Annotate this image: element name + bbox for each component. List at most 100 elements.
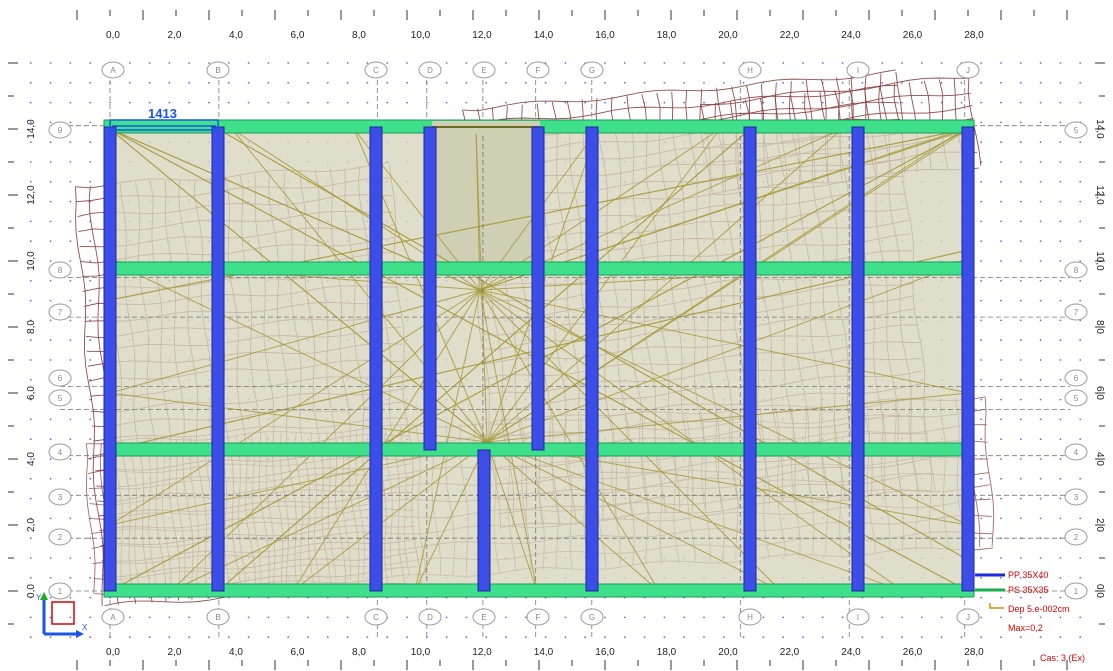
grid-dot: [1039, 378, 1042, 381]
beam-pp[interactable]: [585, 126, 599, 592]
x-tick-top: 20,0: [718, 30, 738, 41]
grid-dot: [346, 636, 349, 639]
grid-dot: [980, 477, 983, 480]
axis-bubble-label: H: [747, 613, 753, 622]
x-tick-bottom: 20,0: [718, 647, 738, 658]
grid-dot: [326, 81, 329, 84]
grid-dot: [1079, 141, 1082, 144]
grid-dot: [69, 319, 72, 322]
grid-dot: [148, 101, 151, 104]
x-tick-top: 18,0: [657, 30, 677, 41]
axis-bubble-label: 4: [58, 448, 63, 457]
grid-dot: [1059, 319, 1062, 322]
yield-line: [292, 441, 488, 592]
grid-dot: [604, 101, 606, 104]
grid-dot: [1019, 62, 1022, 64]
grid-dot: [69, 517, 72, 520]
grid-dot: [1019, 596, 1022, 599]
grid-dot: [69, 596, 72, 599]
dimension-label: 1413: [148, 106, 177, 121]
grid-dot: [89, 81, 92, 84]
beam-pp[interactable]: [103, 126, 117, 592]
y-tick-left: 8,0: [26, 320, 37, 334]
grid-dot: [1019, 81, 1022, 84]
beam-pp[interactable]: [851, 126, 865, 592]
axis-bubble-label: 5: [58, 394, 63, 403]
x-tick-bottom: 14,0: [534, 647, 554, 658]
grid-dot: [445, 636, 448, 639]
beam-ps[interactable]: [103, 583, 975, 598]
grid-dot: [1019, 398, 1022, 401]
grid-dot: [782, 101, 785, 104]
yield-line: [486, 128, 969, 443]
beam-pp[interactable]: [531, 126, 545, 451]
grid-dot: [307, 81, 309, 84]
grid-dot: [1000, 339, 1002, 342]
yield-line: [479, 289, 660, 592]
grid-dot: [49, 616, 52, 619]
grid-dot: [1039, 517, 1042, 520]
grid-dot: [89, 279, 92, 282]
axis-bubble-label: 6: [58, 374, 63, 383]
grid-dot: [861, 81, 864, 84]
axis-bubble-label: D: [427, 613, 433, 622]
grid-dot: [227, 62, 230, 64]
tick-labels: 0,00,02,02,04,04,06,06,08,08,010,010,012…: [26, 30, 1105, 658]
grid-dot: [307, 62, 309, 64]
grid-dot: [425, 636, 428, 639]
grid-dot: [29, 359, 32, 361]
y-tick-left: 12,0: [26, 185, 37, 205]
beams-group[interactable]: [103, 119, 975, 598]
grid-dot: [1000, 497, 1002, 500]
grid-dot: [1059, 161, 1062, 163]
beam-pp[interactable]: [369, 126, 383, 592]
x-tick-top: 14,0: [534, 30, 554, 41]
grid-dot: [89, 537, 92, 540]
legend-case-label: Cas: 3 (Ex): [1040, 653, 1085, 663]
dimension-annotation[interactable]: 1413: [109, 106, 219, 131]
grid-dot: [69, 477, 72, 480]
grid-dot: [524, 616, 527, 619]
grid-dot: [742, 81, 745, 84]
grid-dot: [445, 81, 448, 84]
beam-pp[interactable]: [743, 126, 757, 592]
grid-dot: [1039, 438, 1042, 441]
axis-bubble-label: 1: [1074, 587, 1079, 596]
grid-dot: [287, 81, 290, 84]
grid-dot: [425, 101, 428, 104]
beam-pp[interactable]: [423, 126, 437, 451]
grid-dot: [980, 299, 983, 302]
grid-dot: [960, 101, 963, 104]
grid-dot: [69, 458, 72, 460]
yield-line: [109, 289, 481, 394]
grid-dot: [287, 616, 290, 619]
yield-line: [486, 260, 969, 443]
x-tick-top: 4,0: [229, 30, 243, 41]
grid-dot: [326, 62, 329, 64]
grid-dot: [762, 62, 765, 64]
legend-ps-label: PS 35X35: [1008, 585, 1049, 595]
grid-dot: [128, 81, 131, 84]
grid-dot: [49, 200, 52, 203]
grid-dot: [1079, 81, 1082, 84]
grid-dot: [722, 81, 725, 84]
grid-dot: [742, 636, 745, 639]
grid-dot: [604, 81, 606, 84]
grid-dot: [49, 141, 52, 144]
beam-pp[interactable]: [211, 126, 225, 592]
y-tick-right: 10,0: [1094, 251, 1105, 271]
beam-pp[interactable]: [477, 449, 491, 592]
yield-line: [479, 289, 904, 592]
grid-dot: [1059, 101, 1062, 104]
grid-dot: [1059, 62, 1062, 64]
grid-dot: [1039, 141, 1042, 144]
axis-bubble-label: B: [215, 613, 220, 622]
grid-dot: [1000, 517, 1002, 520]
grid-dot: [802, 616, 804, 619]
grid-dot: [703, 62, 705, 64]
grid-dot: [168, 636, 171, 639]
beam-pp[interactable]: [961, 126, 975, 592]
grid-dot: [663, 81, 666, 84]
